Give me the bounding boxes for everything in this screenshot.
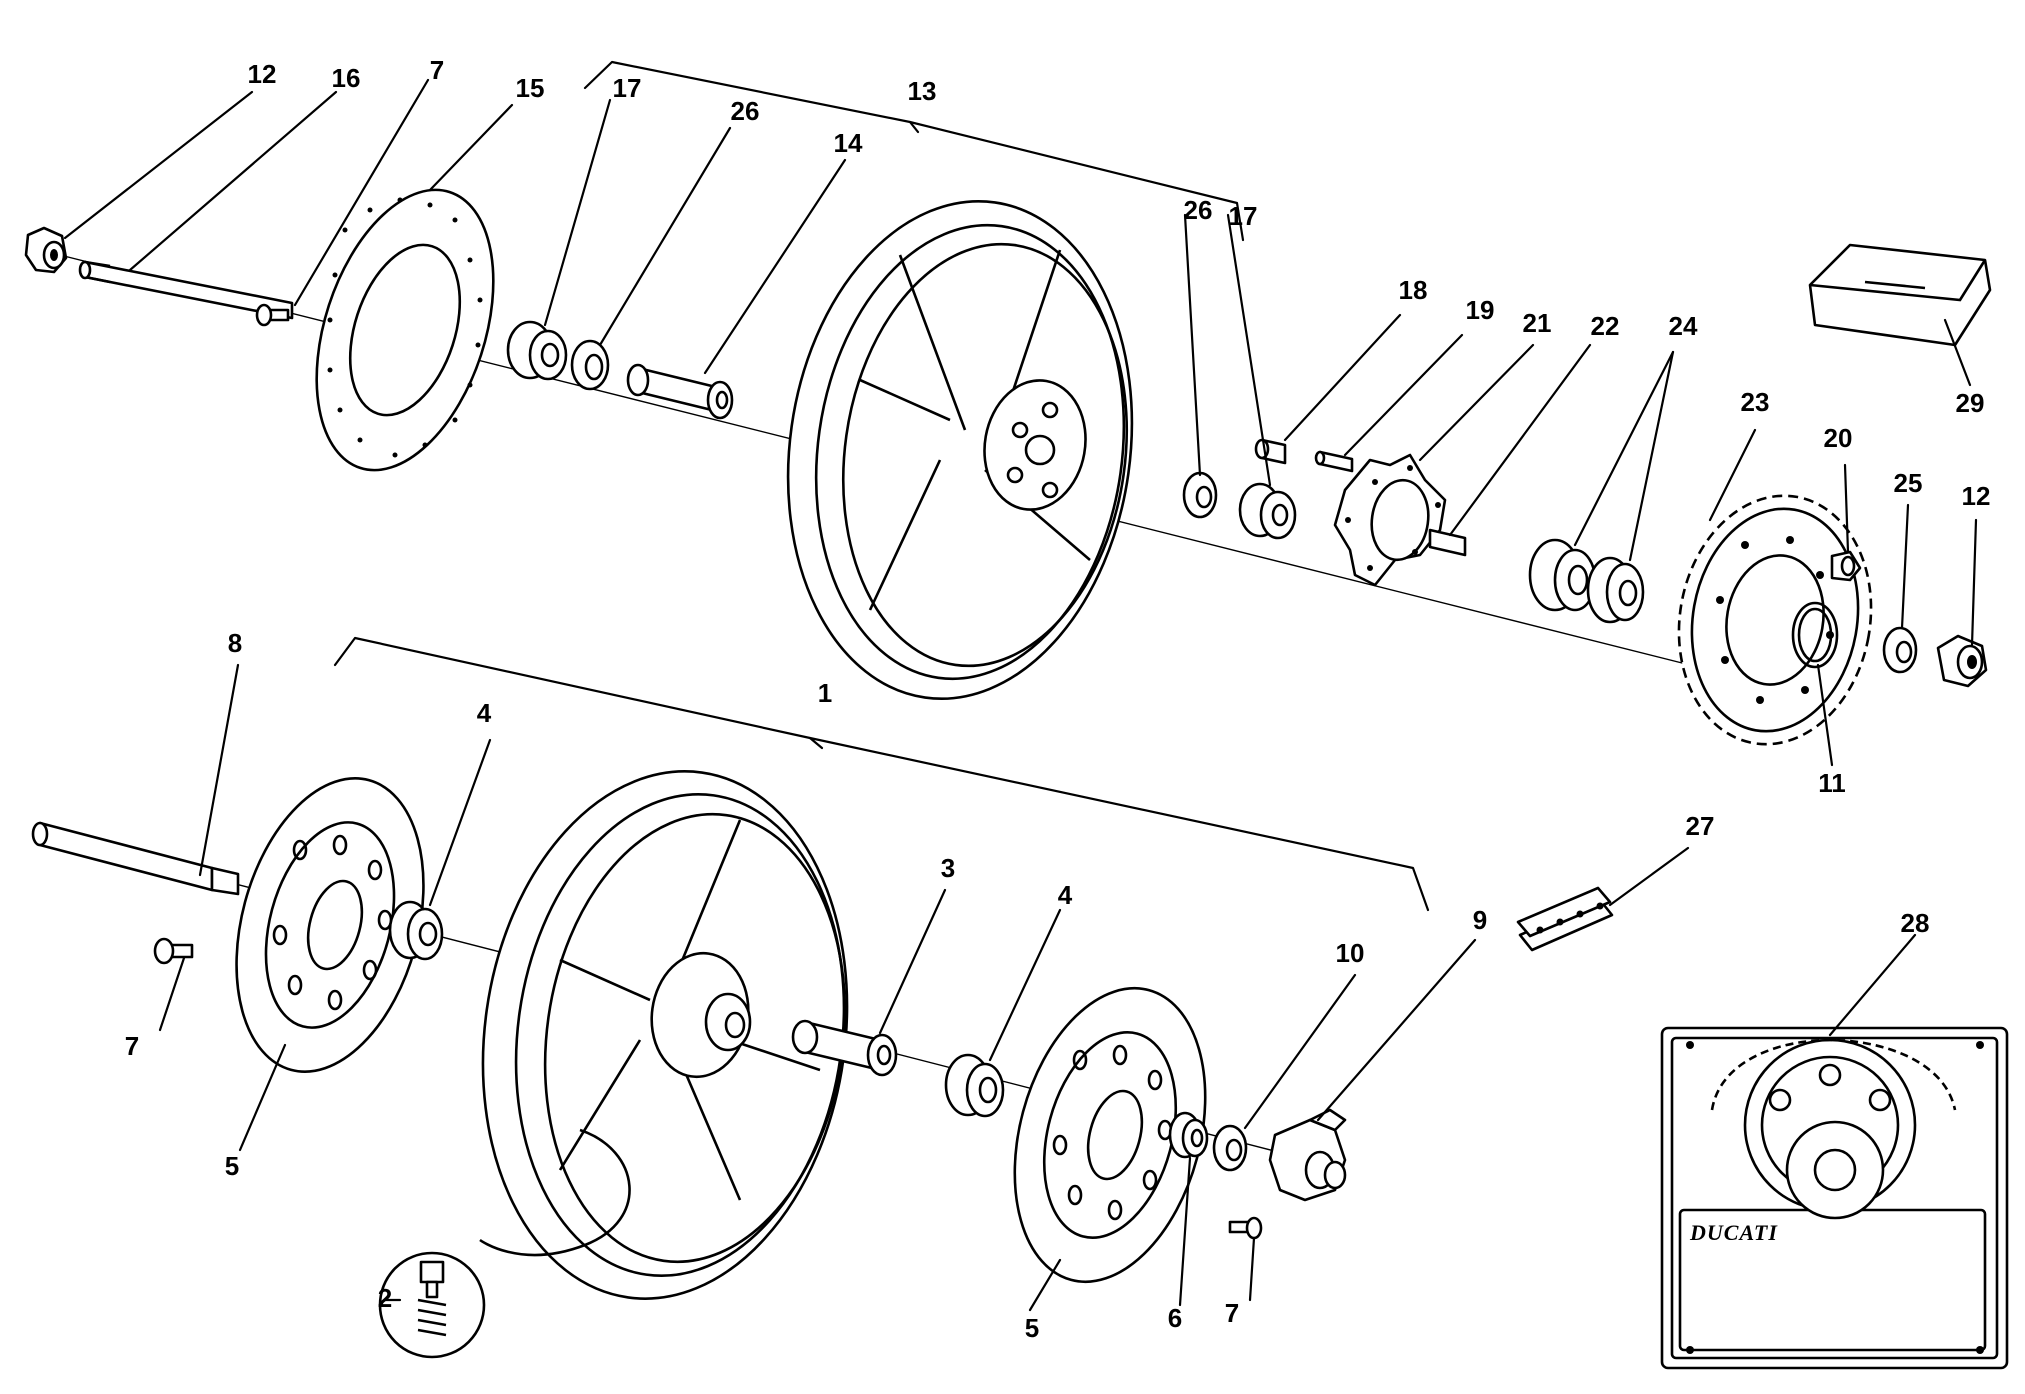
label-12: 12: [1962, 481, 1991, 511]
bearings-22-24: [1528, 538, 1645, 624]
seal-6: [1168, 1111, 1209, 1159]
part-labels: 12 16 7 15 17 26 14 13 26 17 18 19 21 22…: [125, 55, 1991, 1343]
front-disc-5-right: [1013, 986, 1207, 1284]
nut-12-rear: [24, 226, 68, 274]
label-17: 17: [1229, 201, 1258, 231]
rear-assembly: [24, 60, 1992, 746]
axle-16: [78, 260, 294, 320]
bearing-17-left: [506, 320, 568, 381]
label-28: 28: [1901, 908, 1930, 938]
label-8: 8: [228, 628, 242, 658]
label-7: 7: [1225, 1298, 1239, 1328]
axle-8: [31, 821, 240, 896]
bolt-7-front-left: [153, 937, 194, 965]
label-3: 3: [941, 853, 955, 883]
bolt-7-rear: [255, 303, 290, 327]
label-6: 6: [1168, 1303, 1182, 1333]
chain-link-27: [1516, 886, 1614, 952]
sprocket-carrier-21: [1333, 453, 1467, 587]
label-5: 5: [1025, 1313, 1039, 1343]
label-24: 24: [1669, 311, 1698, 341]
kit-box-28: DUCATI: [1660, 1026, 2009, 1370]
bearing-4-left: [388, 900, 444, 961]
label-10: 10: [1336, 938, 1365, 968]
label-26: 26: [731, 96, 760, 126]
seal-26-left: [570, 339, 610, 391]
washer-25: [1882, 626, 1918, 674]
label-19: 19: [1466, 295, 1495, 325]
spacer-3: [791, 1019, 898, 1077]
label-17: 17: [613, 73, 642, 103]
label-16: 16: [332, 63, 361, 93]
label-23: 23: [1741, 387, 1770, 417]
label-26: 26: [1184, 195, 1213, 225]
bearing-4-right: [944, 1053, 1005, 1118]
label-18: 18: [1399, 275, 1428, 305]
rear-wheel-rim: [786, 200, 1134, 700]
label-5: 5: [225, 1151, 239, 1181]
washer-10: [1212, 1124, 1248, 1172]
label-15: 15: [516, 73, 545, 103]
label-12: 12: [248, 59, 277, 89]
label-27: 27: [1686, 811, 1715, 841]
label-9: 9: [1473, 905, 1487, 935]
label-1: 1: [818, 678, 832, 708]
front-assembly: DUCATI: [31, 636, 2009, 1370]
leader-lines: [63, 78, 1978, 1312]
seal-26-right: [1182, 471, 1218, 519]
spacer-14: [626, 363, 734, 420]
nut-20: [1830, 550, 1862, 582]
valve-2-detail: [378, 1251, 486, 1359]
front-disc-5-left: [235, 777, 425, 1073]
label-7: 7: [430, 55, 444, 85]
sprocket-23: [1677, 494, 1873, 746]
label-2: 2: [378, 1283, 392, 1313]
pouch-29: [1808, 243, 1992, 347]
nut-12-right: [1936, 634, 1988, 688]
label-21: 21: [1523, 308, 1552, 338]
label-22: 22: [1591, 311, 1620, 341]
stud-18: [1254, 438, 1287, 465]
label-11: 11: [1818, 768, 1846, 798]
label-29: 29: [1956, 388, 1985, 418]
label-4: 4: [477, 698, 492, 728]
box-logo: DUCATI: [1689, 1220, 1778, 1245]
rear-disc-15: [315, 188, 495, 472]
label-14: 14: [834, 128, 863, 158]
label-13: 13: [908, 76, 937, 106]
label-4: 4: [1058, 880, 1073, 910]
label-20: 20: [1824, 423, 1853, 453]
speedo-drive-9: [1268, 1108, 1347, 1202]
label-25: 25: [1894, 468, 1923, 498]
label-7: 7: [125, 1031, 139, 1061]
bearing-17-right: [1238, 482, 1297, 540]
circlip-11: [1791, 601, 1839, 669]
pin-19: [1314, 450, 1354, 473]
bolt-7-front-right: [1228, 1216, 1263, 1240]
